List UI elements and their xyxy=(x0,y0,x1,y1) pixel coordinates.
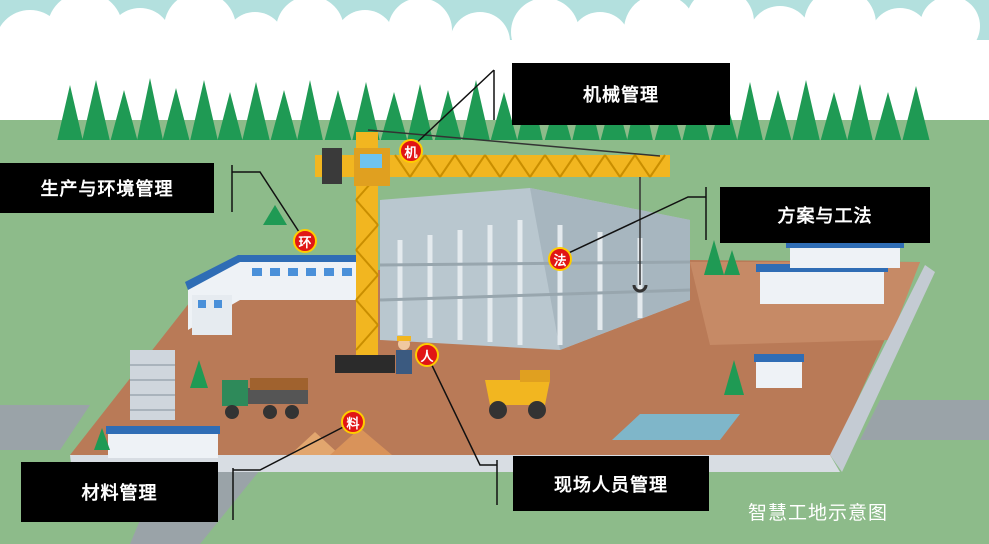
site-office xyxy=(185,255,372,335)
label-onsite-personnel-management: 现场人员管理 xyxy=(513,456,709,511)
label-plan-and-method: 方案与工法 xyxy=(720,187,930,243)
water-tank xyxy=(612,414,740,440)
clouds xyxy=(0,0,989,120)
log-truck xyxy=(222,378,308,419)
badge-method: 法 xyxy=(548,247,572,271)
badge-material: 料 xyxy=(341,410,365,434)
label-machinery-management: 机械管理 xyxy=(512,63,730,125)
badge-machinery: 机 xyxy=(399,139,423,163)
badge-personnel: 人 xyxy=(415,343,439,367)
caption-smart-site-diagram: 智慧工地示意图 xyxy=(748,502,889,524)
material-piles xyxy=(130,350,392,455)
right-fence xyxy=(830,265,935,472)
label-material-management: 材料管理 xyxy=(21,462,218,522)
dump-truck xyxy=(485,370,550,419)
label-production-environment-management: 生产与环境管理 xyxy=(0,163,214,213)
road-right xyxy=(860,400,989,440)
tree-line xyxy=(55,78,932,150)
dormitories xyxy=(754,240,904,388)
building-frame xyxy=(379,188,691,350)
leader-lines xyxy=(231,69,707,520)
worker xyxy=(396,336,412,374)
badge-environment: 环 xyxy=(293,229,317,253)
site-trees xyxy=(94,205,744,450)
road-left xyxy=(0,405,90,450)
front-huts xyxy=(106,426,220,458)
